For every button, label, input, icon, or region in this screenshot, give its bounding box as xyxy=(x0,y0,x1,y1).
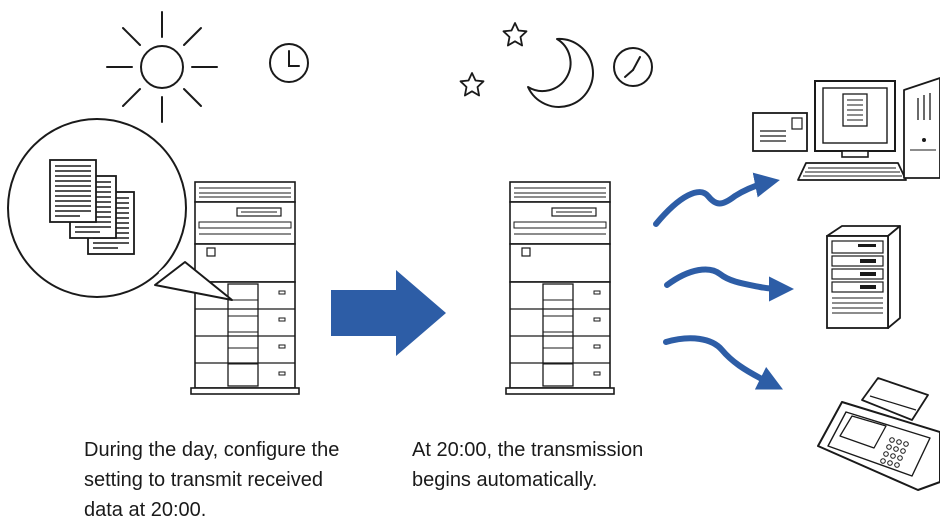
server-icon xyxy=(826,225,901,329)
transmission-arrows xyxy=(653,172,795,390)
day-caption-line: data at 20:00. xyxy=(84,499,207,521)
clock-icon xyxy=(613,47,653,87)
clock-icon xyxy=(269,43,309,83)
transmission-arrow-to-server xyxy=(664,266,795,302)
day-caption-line: During the day, configure the xyxy=(84,439,340,461)
envelope-icon xyxy=(752,112,808,152)
day-caption-line: setting to transmit received xyxy=(84,469,323,491)
transmission-arrow-to-computer xyxy=(653,172,780,227)
right-arrow-icon xyxy=(331,270,446,356)
star-icon xyxy=(459,72,485,97)
copier-icon xyxy=(505,181,615,395)
moon-icon xyxy=(527,37,594,108)
fax-icon xyxy=(817,377,940,491)
night-caption: At 20:00, the transmission begins automa… xyxy=(412,435,732,495)
star-icon xyxy=(502,22,528,47)
night-caption-line: begins automatically. xyxy=(412,469,598,491)
transmission-arrow-to-fax xyxy=(663,335,784,390)
day-caption: During the day, configure the setting to… xyxy=(84,435,404,525)
computer-icon xyxy=(797,77,940,181)
night-caption-line: At 20:00, the transmission xyxy=(412,439,644,461)
sun-icon xyxy=(106,11,218,123)
